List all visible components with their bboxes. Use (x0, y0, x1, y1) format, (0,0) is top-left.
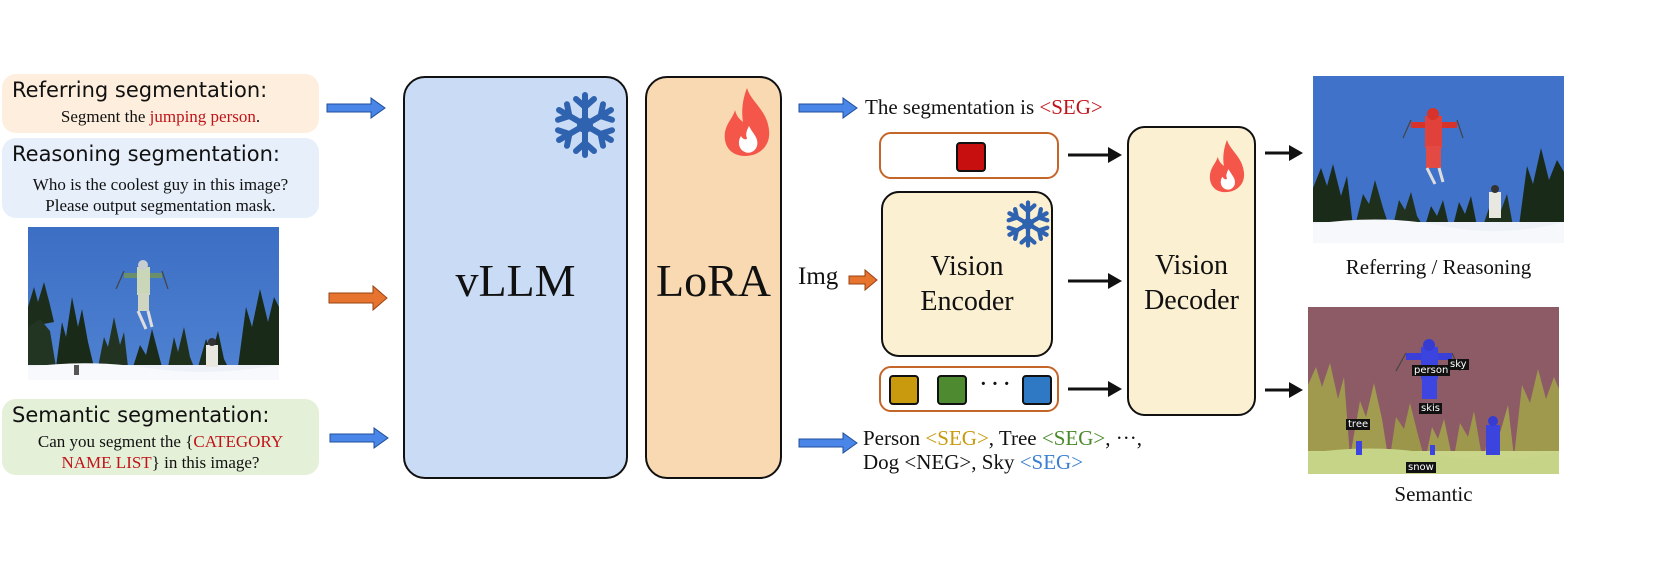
referring-token-box (879, 132, 1059, 179)
reasoning-card: Reasoning segmentation: Who is the coole… (2, 138, 319, 218)
seg-token-blue (1022, 375, 1052, 405)
mask-label-person: person (1412, 365, 1451, 376)
referring-title: Referring segmentation: (12, 78, 268, 102)
arrow-tokens-to-decoder (1068, 381, 1122, 397)
referring-prompt: Segment the jumping person. (60, 107, 261, 126)
reasoning-prompt: Who is the coolest guy in this image? Pl… (32, 175, 289, 215)
mask-label-tree: tree (1346, 419, 1371, 430)
arrow-encoder-to-decoder (1068, 273, 1122, 289)
mask-label-snow: snow (1406, 462, 1436, 473)
lora-label: LoRA (656, 255, 771, 306)
semantic-prompt: Can you segment the {CATEGORY NAME LIST}… (37, 432, 284, 472)
arrow-output-top (798, 97, 858, 119)
vllm-block: vLLM (403, 76, 628, 479)
referring-output-image (1313, 76, 1564, 243)
arrow-image (328, 284, 388, 312)
img-label: Img (798, 263, 839, 290)
vision-decoder-label: Vision Decoder (1144, 250, 1239, 316)
caption-referring-reasoning: Referring / Reasoning (1345, 255, 1532, 279)
arrow-token-to-decoder (1068, 147, 1122, 163)
vllm-label: vLLM (455, 255, 576, 306)
arrow-referring (326, 97, 386, 119)
arrow-img (848, 268, 878, 292)
mask-label-sky: sky (1448, 359, 1469, 370)
input-image (28, 227, 279, 380)
seg-token-red (956, 142, 986, 172)
semantic-output-image: person sky skis tree snow (1308, 307, 1559, 474)
reasoning-title: Reasoning segmentation: (12, 142, 280, 166)
output-referring-text: The segmentation is <SEG> (865, 95, 1103, 119)
arrow-decoder-to-referring (1265, 145, 1303, 161)
vision-decoder-block: Vision Decoder (1127, 126, 1256, 416)
snowflake-icon (554, 92, 616, 158)
snowflake-icon (1006, 200, 1050, 248)
semantic-token-box: · · · (879, 366, 1059, 412)
fire-icon (724, 88, 770, 156)
referring-card: Referring segmentation: Segment the jump… (2, 74, 319, 133)
arrow-output-bottom (798, 432, 858, 454)
seg-token-green (937, 375, 967, 405)
semantic-title: Semantic segmentation: (12, 403, 270, 427)
lora-block: LoRA (645, 76, 782, 479)
arrow-semantic (329, 427, 389, 449)
caption-semantic: Semantic (1394, 482, 1473, 506)
seg-token-yellow (889, 375, 919, 405)
output-semantic-text: Person <SEG>, Tree <SEG>, ···, Dog <NEG>… (863, 426, 1142, 474)
semantic-card: Semantic segmentation: Can you segment t… (2, 399, 319, 475)
token-ellipsis: · · · (980, 373, 1011, 395)
mask-label-skis: skis (1419, 403, 1442, 414)
arrow-decoder-to-semantic (1265, 382, 1303, 398)
fire-icon (1209, 139, 1245, 193)
vision-encoder-label: Vision Encoder (920, 251, 1014, 317)
vision-encoder-block: Vision Encoder (881, 191, 1053, 357)
